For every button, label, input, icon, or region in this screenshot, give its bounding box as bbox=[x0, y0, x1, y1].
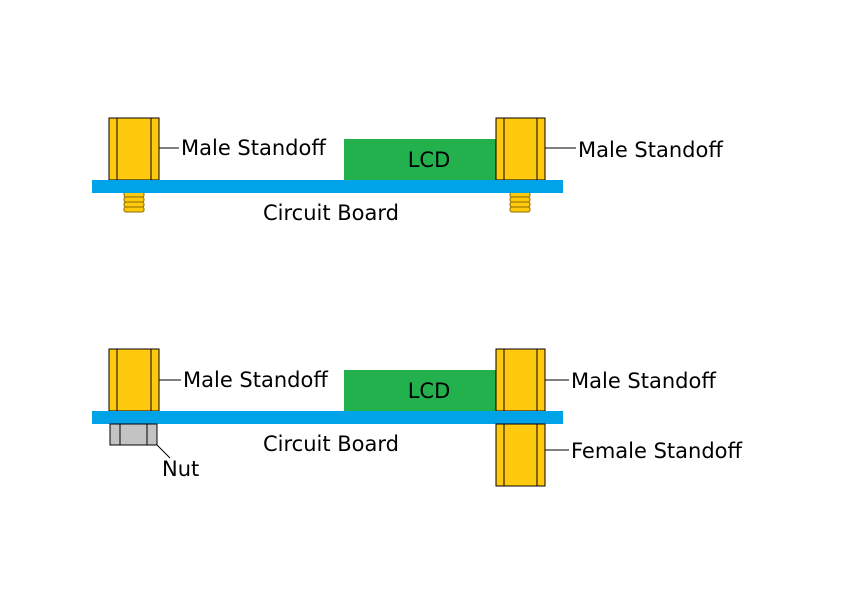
nut-leader bbox=[156, 444, 171, 459]
bottom-left-male-standoff bbox=[108, 348, 160, 412]
bottom-lcd bbox=[344, 370, 497, 411]
top-circuit-board bbox=[92, 180, 563, 193]
bottom-right-standoff-label: Male Standoff bbox=[571, 369, 716, 393]
bottom-lcd-label: LCD bbox=[408, 379, 451, 403]
top-circuit-board-label: Circuit Board bbox=[263, 201, 399, 225]
bottom-circuit-board bbox=[92, 411, 563, 424]
female-standoff-label: Female Standoff bbox=[571, 439, 743, 463]
top-lcd-label: LCD bbox=[408, 148, 451, 172]
nut-label: Nut bbox=[162, 457, 199, 481]
top-diagram: LCD Circuit Board Male Standoff Male Sta… bbox=[92, 117, 723, 225]
bottom-diagram: LCD Circuit Board Male Standoff Male Sta… bbox=[92, 348, 743, 487]
bottom-circuit-board-label: Circuit Board bbox=[263, 432, 399, 456]
nut bbox=[109, 423, 158, 446]
top-right-standoff-label: Male Standoff bbox=[578, 138, 723, 162]
top-lcd bbox=[344, 139, 497, 180]
top-right-thread bbox=[509, 191, 531, 213]
bottom-left-standoff-label: Male Standoff bbox=[183, 368, 328, 392]
top-left-male-standoff bbox=[108, 117, 160, 181]
top-right-male-standoff bbox=[495, 117, 546, 181]
top-left-thread bbox=[123, 191, 145, 213]
female-standoff bbox=[495, 423, 546, 487]
bottom-right-male-standoff bbox=[495, 348, 546, 412]
top-left-standoff-label: Male Standoff bbox=[181, 136, 326, 160]
